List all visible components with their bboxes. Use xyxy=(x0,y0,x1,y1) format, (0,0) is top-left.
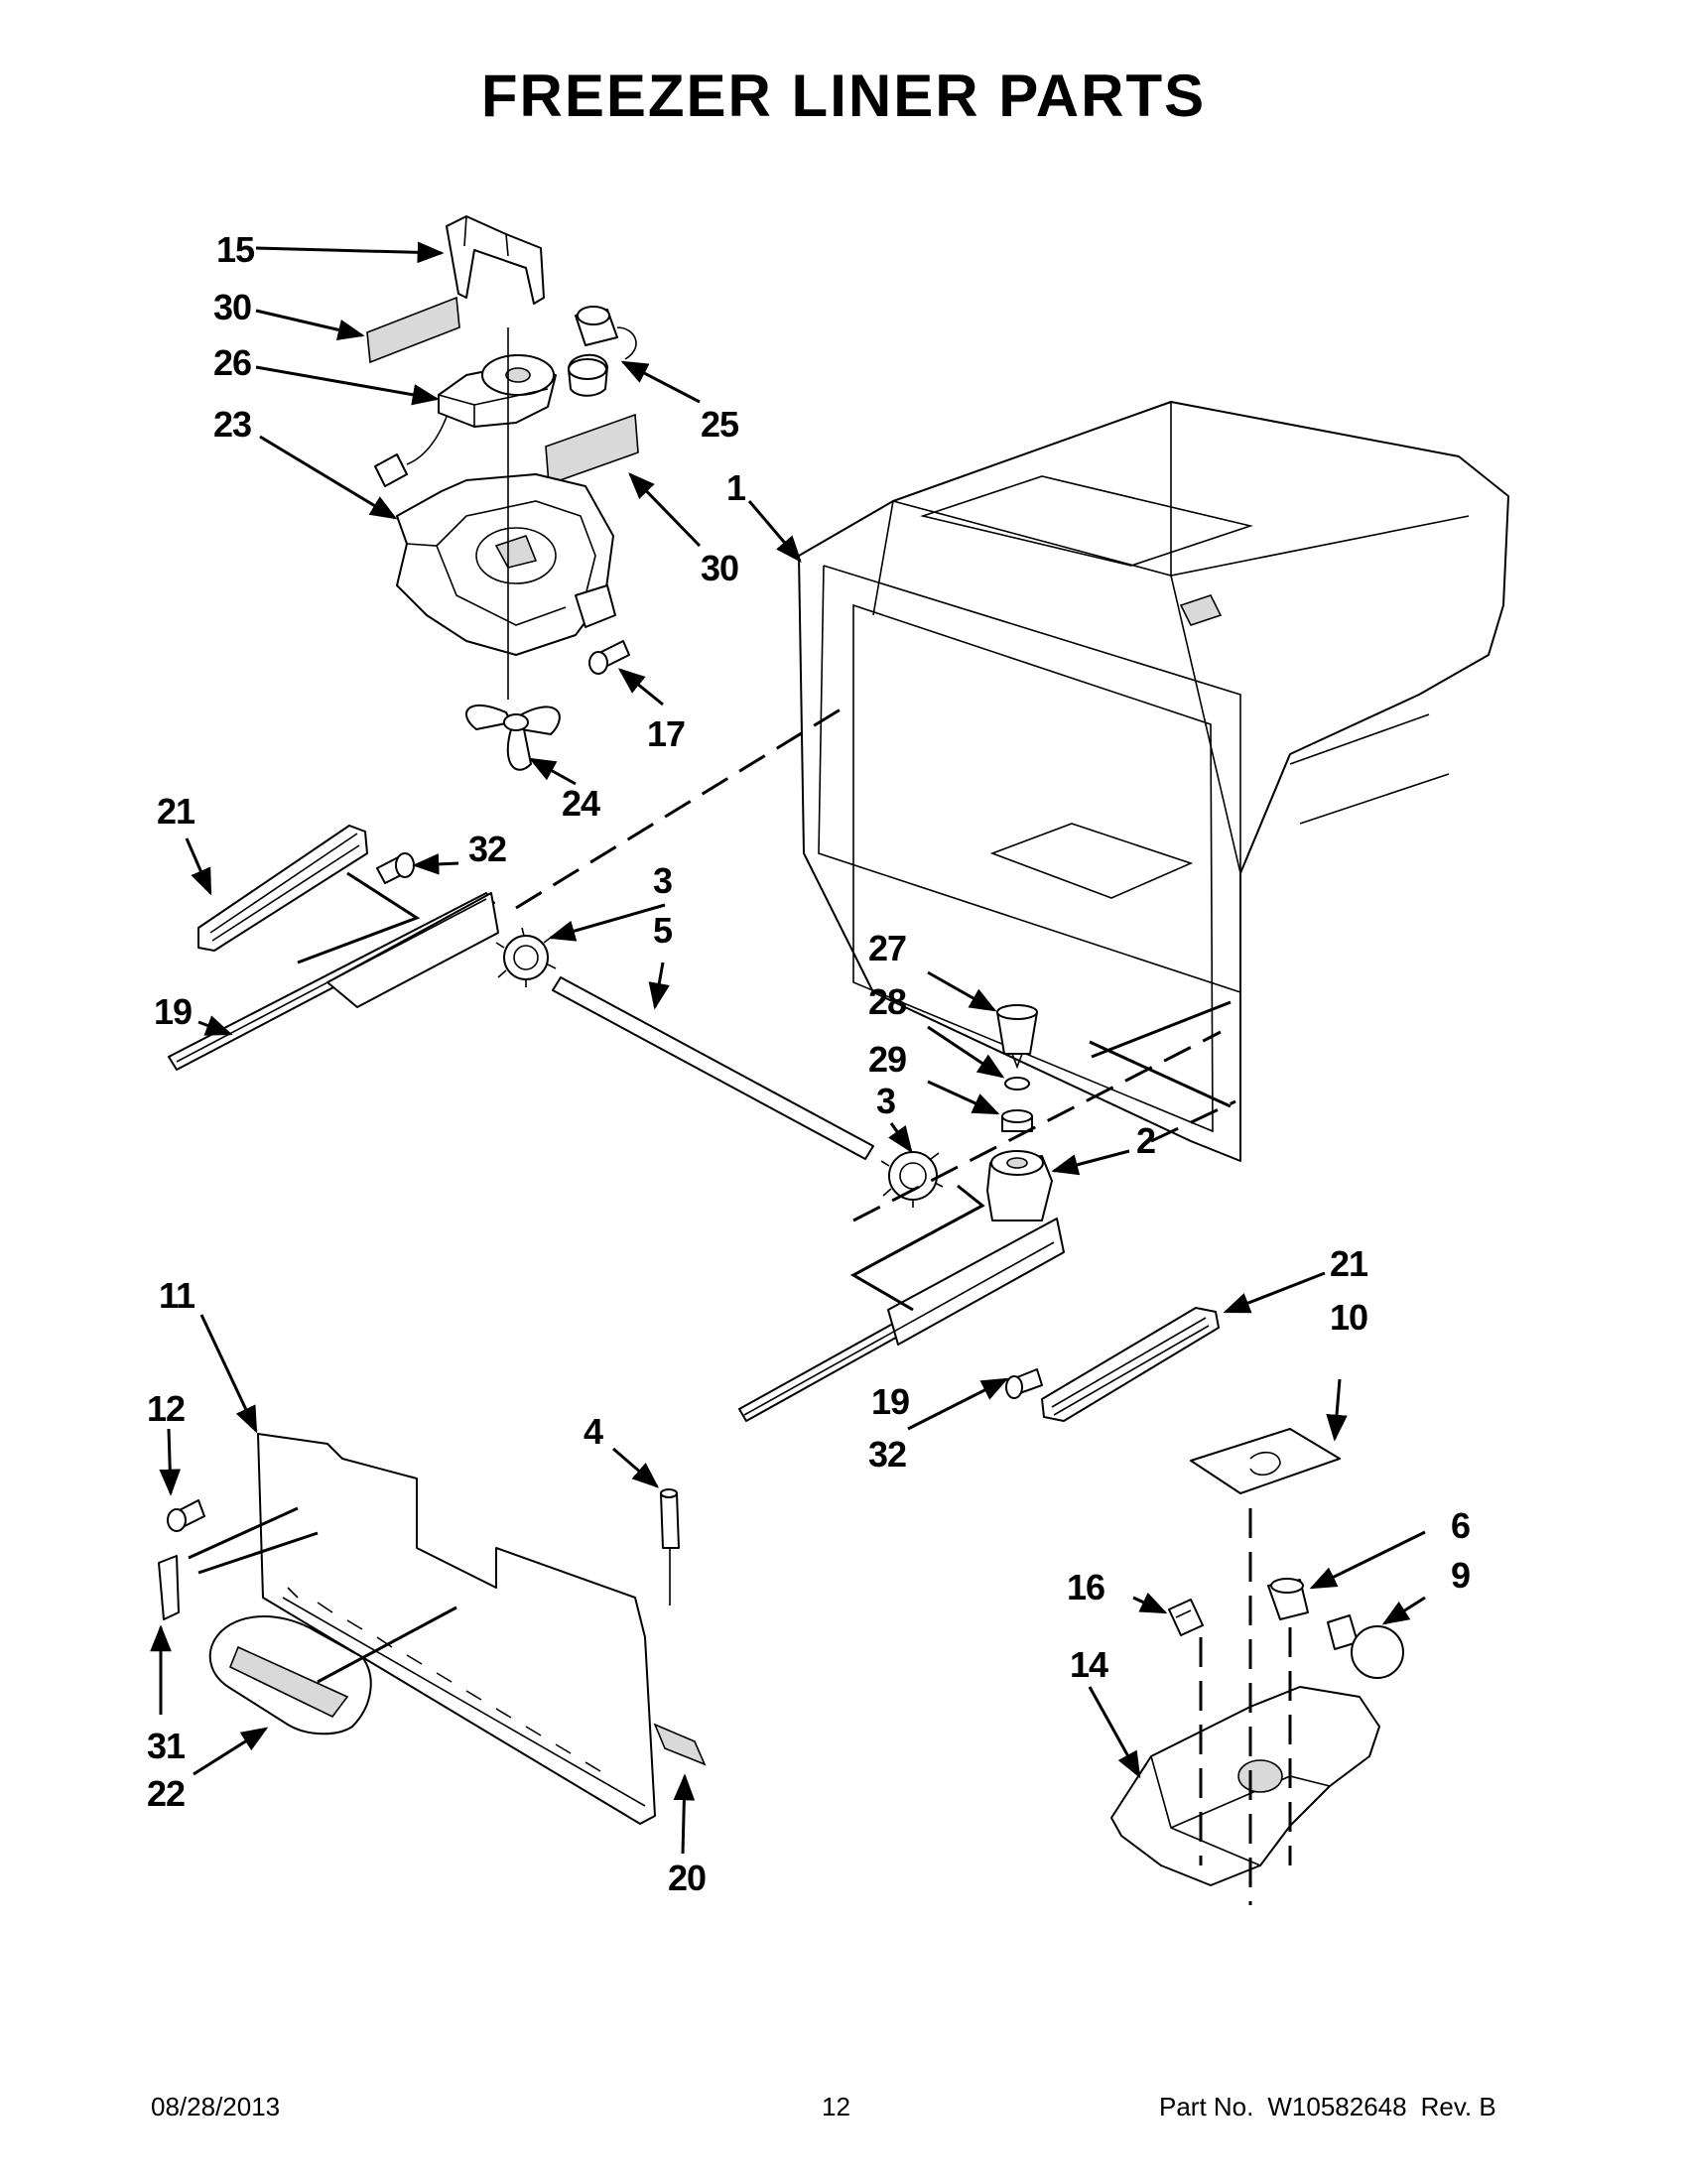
lamp-label-part xyxy=(1190,1428,1341,1494)
callout-21-right: 21 xyxy=(1330,1243,1368,1284)
fan-shroud-part xyxy=(396,473,616,656)
callout-27: 27 xyxy=(868,928,906,968)
footer-date: 08/28/2013 xyxy=(151,2092,281,2121)
callout-21-left: 21 xyxy=(157,791,195,832)
callout-19-right: 19 xyxy=(871,1381,909,1422)
fan-motor-part xyxy=(568,306,637,397)
page-title: FREEZER LINER PARTS xyxy=(480,63,1207,129)
callout-26: 26 xyxy=(213,342,251,383)
left-slide-assembly xyxy=(168,825,499,1071)
cam-assembly xyxy=(986,1004,1053,1221)
callout-24: 24 xyxy=(562,783,600,824)
callout-25: 25 xyxy=(701,404,739,445)
callout-11: 11 xyxy=(159,1275,195,1316)
callout-10: 10 xyxy=(1330,1297,1367,1338)
callout-6: 6 xyxy=(1451,1505,1470,1546)
callout-14: 14 xyxy=(1070,1644,1108,1685)
callout-5: 5 xyxy=(653,910,673,951)
callout-9: 9 xyxy=(1451,1555,1470,1596)
slide-bracket-left-part xyxy=(197,825,368,952)
callout-17: 17 xyxy=(647,713,685,754)
foam-pad-upper-part xyxy=(366,296,460,364)
lamp-socket-part xyxy=(1267,1578,1309,1620)
callout-1: 1 xyxy=(726,467,746,508)
callout-31: 31 xyxy=(147,1726,186,1766)
callout-20: 20 xyxy=(668,1858,706,1898)
lamp-assembly xyxy=(1110,1428,1404,1886)
grille-part xyxy=(208,1615,372,1735)
o-ring-part xyxy=(1004,1077,1030,1091)
alignment-lines xyxy=(188,703,1292,1905)
callout-32-right: 32 xyxy=(868,1434,906,1475)
cover-panel-part xyxy=(257,1433,656,1825)
fan-blade-part xyxy=(465,704,561,771)
footer-part-number: W10582648 xyxy=(1267,2092,1407,2121)
fan-bracket-part xyxy=(446,215,545,305)
callout-28: 28 xyxy=(868,981,906,1022)
callout-4: 4 xyxy=(584,1411,603,1452)
footer-page-number: 12 xyxy=(822,2092,850,2121)
drawer-shaft-assembly xyxy=(495,927,944,1208)
callout-22: 22 xyxy=(147,1773,185,1814)
callout-12: 12 xyxy=(147,1388,185,1429)
callout-23: 23 xyxy=(213,404,251,445)
callout-3-lower: 3 xyxy=(876,1081,895,1121)
freezer-liner-part xyxy=(798,401,1509,1162)
cover-clip-part xyxy=(158,1555,180,1620)
callout-2: 2 xyxy=(1136,1120,1155,1161)
gasket-strip-part xyxy=(653,1723,707,1766)
screw-part xyxy=(588,640,630,675)
callout-15: 15 xyxy=(216,229,255,270)
fan-motor-mount-part xyxy=(438,354,557,428)
lamp-switch-part xyxy=(1168,1599,1204,1636)
foam-pad-lower-part xyxy=(545,413,639,486)
evaporator-fan-assembly xyxy=(366,215,639,771)
pinion-gear-lower-part xyxy=(880,1143,944,1208)
drawer-shaft-part xyxy=(552,976,874,1160)
thermistor-part xyxy=(660,1488,680,1606)
callout-30-upper: 30 xyxy=(213,287,251,327)
footer-part-info: Part No. W10582648 Rev. B xyxy=(1159,2092,1510,2122)
callout-30-lower: 30 xyxy=(701,548,738,588)
callout-labels: 15 30 26 23 25 30 1 17 24 21 32 3 5 19 2… xyxy=(147,229,1471,1898)
callout-19-left: 19 xyxy=(154,991,192,1032)
footer-part-label: Part No. xyxy=(1159,2092,1254,2121)
callout-3-upper: 3 xyxy=(653,860,672,901)
lower-cover-assembly xyxy=(158,1433,707,1825)
light-bulb-part xyxy=(1327,1614,1404,1679)
callout-16: 16 xyxy=(1067,1567,1104,1607)
cam-part xyxy=(986,1150,1053,1221)
footer-revision: Rev. B xyxy=(1420,2092,1496,2121)
pinion-gear-upper-part xyxy=(495,927,557,987)
callout-32-left: 32 xyxy=(468,829,506,869)
right-slide-assembly xyxy=(738,1218,1220,1422)
callout-29: 29 xyxy=(868,1039,906,1080)
callout-leaders xyxy=(150,241,1426,1855)
